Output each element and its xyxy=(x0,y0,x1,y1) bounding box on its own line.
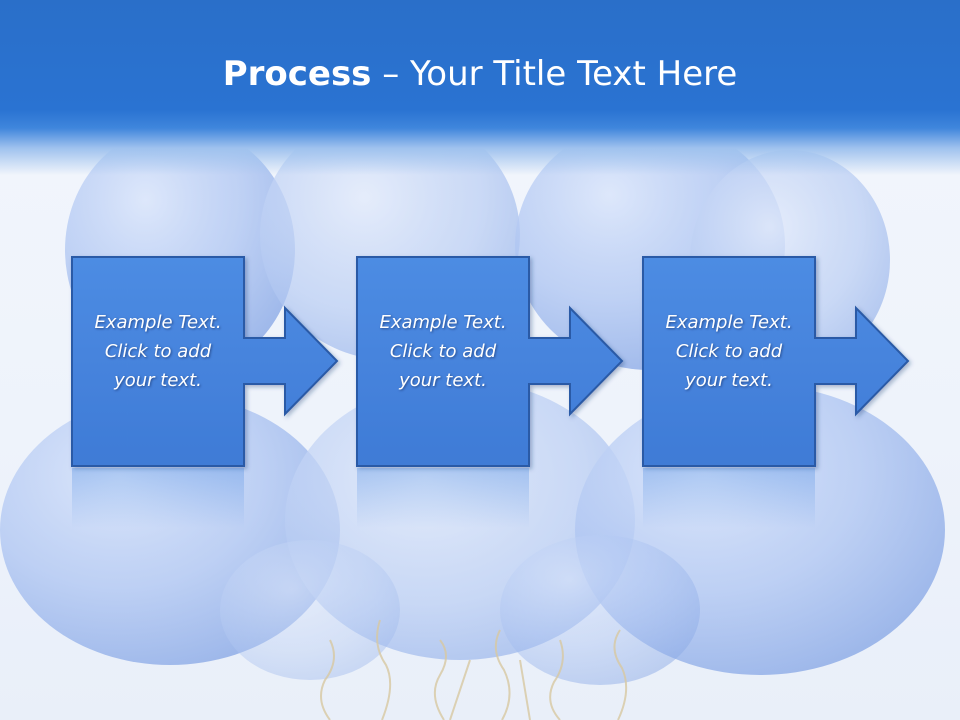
step-2-text[interactable]: Example Text. Click to add your text. xyxy=(357,308,529,395)
step-1-line-2: Click to add xyxy=(104,341,212,362)
step-1-line-1: Example Text. xyxy=(94,312,222,333)
step-3-reflection xyxy=(643,468,815,528)
step-3-text[interactable]: Example Text. Click to add your text. xyxy=(643,308,815,395)
step-2-line-2: Click to add xyxy=(389,341,497,362)
step-2-arrow-shape xyxy=(356,256,624,467)
step-1-reflection xyxy=(72,468,244,528)
process-step-1[interactable] xyxy=(71,256,339,528)
step-1-text[interactable]: Example Text. Click to add your text. xyxy=(72,308,244,395)
step-3-line-1: Example Text. xyxy=(665,312,793,333)
step-2-reflection xyxy=(357,468,529,528)
step-1-line-3: your text. xyxy=(114,370,202,391)
step-3-line-2: Click to add xyxy=(675,341,783,362)
ribbons xyxy=(320,619,628,720)
step-2-line-1: Example Text. xyxy=(379,312,507,333)
step-2-line-3: your text. xyxy=(399,370,487,391)
balloon xyxy=(500,535,700,685)
balloon xyxy=(220,540,400,680)
title-rest: – Your Title Text Here xyxy=(371,54,738,94)
step-3-line-3: your text. xyxy=(685,370,773,391)
title-bold: Process xyxy=(222,54,372,94)
process-step-2[interactable] xyxy=(356,256,624,528)
slide-title[interactable]: Process – Your Title Text Here xyxy=(0,52,960,96)
header-band xyxy=(0,0,960,175)
process-step-3[interactable] xyxy=(642,256,910,528)
step-1-arrow-shape xyxy=(71,256,339,467)
step-3-arrow-shape xyxy=(642,256,910,467)
